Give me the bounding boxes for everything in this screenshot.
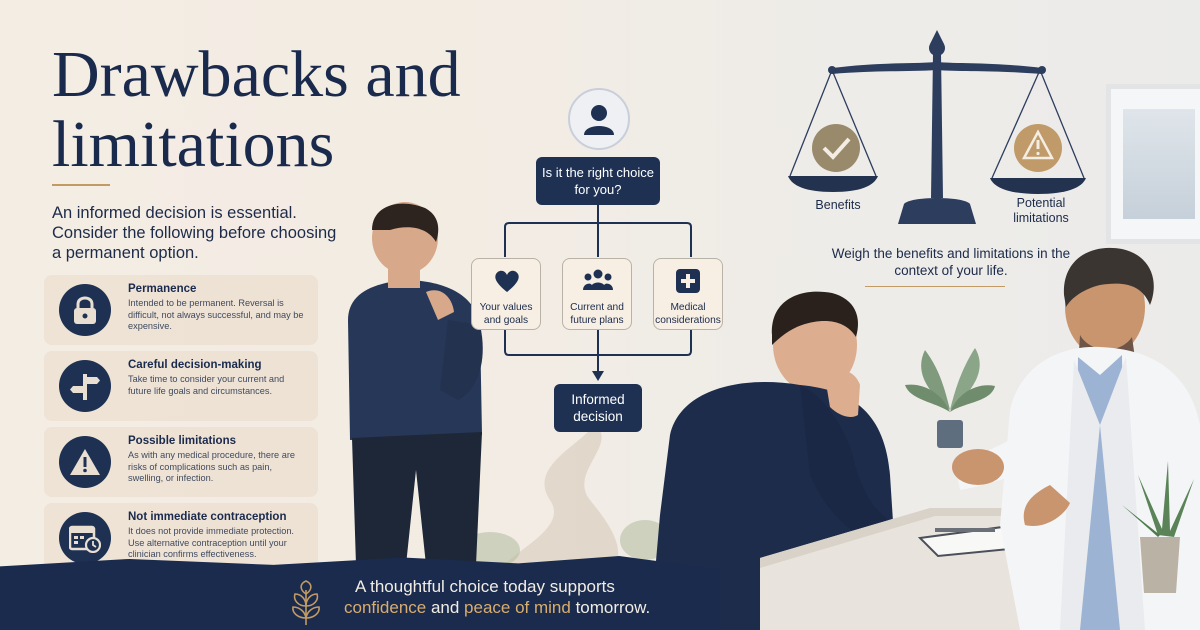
card-text: Take time to consider your current and f… [128, 374, 285, 396]
page-title: Drawbacks and limitations [52, 38, 461, 181]
signpost-icon [59, 360, 111, 412]
succulent-plant [1122, 461, 1194, 593]
factor-current-future-plans: Current and future plans [562, 258, 632, 330]
caption-divider [865, 286, 1005, 287]
factor-medical-considerations: Medical considerations [653, 258, 723, 330]
banner-text-line1: A thoughtful choice today supports [355, 577, 615, 596]
checkmark-icon [812, 124, 860, 172]
heart-icon [495, 270, 519, 292]
standing-man-illustration [348, 202, 483, 565]
window-landscape [1123, 109, 1195, 219]
card-text: As with any medical procedure, there are… [128, 450, 295, 483]
card-careful-decision-making: Careful decision-making Take time to con… [44, 351, 318, 421]
bottom-banner [0, 556, 720, 630]
banner-accent-peace-of-mind: peace of mind [464, 598, 571, 617]
factor-label: Current and future plans [570, 302, 624, 326]
card-title: Permanence [128, 283, 197, 295]
card-title: Possible limitations [128, 435, 236, 447]
card-title: Careful decision-making [128, 359, 262, 371]
window [1106, 84, 1200, 244]
banner-end: tomorrow. [570, 598, 651, 617]
calendar-clock-icon [59, 512, 111, 564]
card-possible-limitations: Possible limitations As with any medical… [44, 427, 318, 497]
intro-text: An informed decision is essential. Consi… [52, 204, 337, 262]
potential-limitations-label: Potential limitations [1013, 196, 1069, 225]
decision-question: Is it the right choice for you? [536, 157, 660, 205]
medical-cross-icon [676, 269, 700, 293]
factor-label: Medical considerations [655, 302, 721, 326]
factor-label: Your values and goals [479, 302, 533, 326]
doctor-illustration [952, 247, 1200, 630]
lock-icon [59, 284, 111, 336]
background-plant [905, 348, 995, 448]
benefits-label: Benefits [815, 198, 861, 212]
balance-scale-illustration [788, 30, 1086, 224]
card-text: It does not provide immediate protection… [128, 526, 294, 559]
leaf-sprout-icon [292, 580, 320, 625]
card-text: Intended to be permanent. Reversal is di… [128, 298, 304, 331]
winding-path [470, 430, 660, 580]
card-title: Not immediate contraception [128, 511, 287, 523]
card-permanence: Permanence Intended to be permanent. Rev… [44, 275, 318, 345]
title-divider [52, 184, 110, 186]
factor-values-goals: Your values and goals [471, 258, 541, 330]
flow-connectors [504, 205, 692, 381]
scale-caption: Weigh the benefits and limitations in th… [831, 246, 1071, 278]
informed-decision-box: Informed decision [554, 384, 642, 432]
banner-accent-confidence: confidence [344, 598, 427, 617]
person-avatar [568, 88, 630, 150]
banner-text-line2: confidence and peace of mind tomorrow. [344, 598, 650, 618]
banner-and: and [426, 598, 465, 617]
user-icon [584, 105, 614, 135]
warning-icon [59, 436, 111, 488]
consideration-cards: Permanence Intended to be permanent. Rev… [44, 275, 318, 579]
people-icon [583, 269, 613, 290]
